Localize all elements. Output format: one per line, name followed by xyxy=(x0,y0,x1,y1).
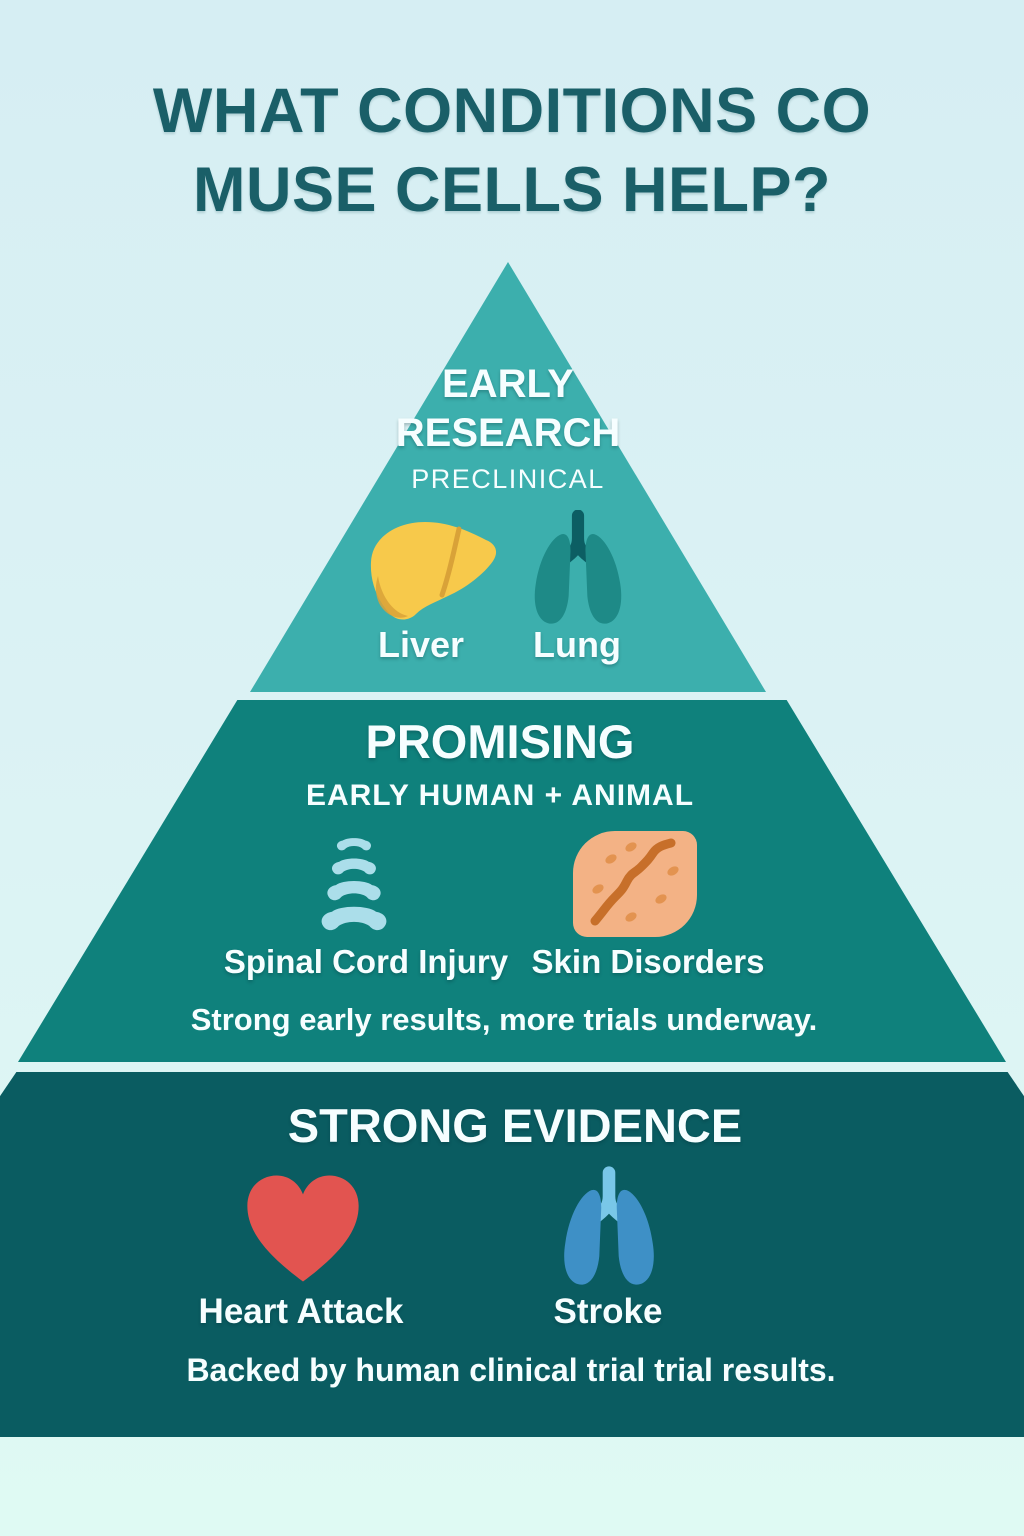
lung-icon xyxy=(534,510,622,624)
tier3-note: Backed by human clinical trial trial res… xyxy=(186,1352,836,1388)
skin-icon xyxy=(573,831,697,937)
tier3-heading: STRONG EVIDENCE xyxy=(287,1099,743,1152)
tier1-heading: EARLY RESEARCH xyxy=(395,362,621,455)
spinal-cord-injury-label: Spinal Cord Injury xyxy=(223,943,509,980)
page-title-line1: WHAT CONDITIONS CO xyxy=(152,76,872,146)
lung-label: Lung xyxy=(533,624,621,665)
liver-label: Liver xyxy=(377,624,465,665)
page-title-line2: MUSE CELLS HELP? xyxy=(192,155,832,226)
liver-icon xyxy=(370,522,497,620)
lungs-icon xyxy=(564,1166,654,1285)
tier1-subheading: PRECLINICAL xyxy=(411,464,605,494)
tier-strong-evidence-shape xyxy=(0,1072,1024,1437)
skin-disorders-label: Skin Disorders xyxy=(531,943,765,980)
tier2-heading: PROMISING xyxy=(365,715,635,768)
spine-icon xyxy=(321,838,387,931)
page-title: WHAT CONDITIONS CO MUSE CELLS HELP? xyxy=(0,72,1024,231)
tier2-note: Strong early results, more trials underw… xyxy=(190,1002,818,1037)
stroke-label: Stroke xyxy=(553,1292,663,1331)
heart-attack-label: Heart Attack xyxy=(198,1292,404,1331)
tier2-subheading: EARLY HUMAN + ANIMAL xyxy=(305,779,695,812)
heart-icon xyxy=(247,1175,359,1282)
